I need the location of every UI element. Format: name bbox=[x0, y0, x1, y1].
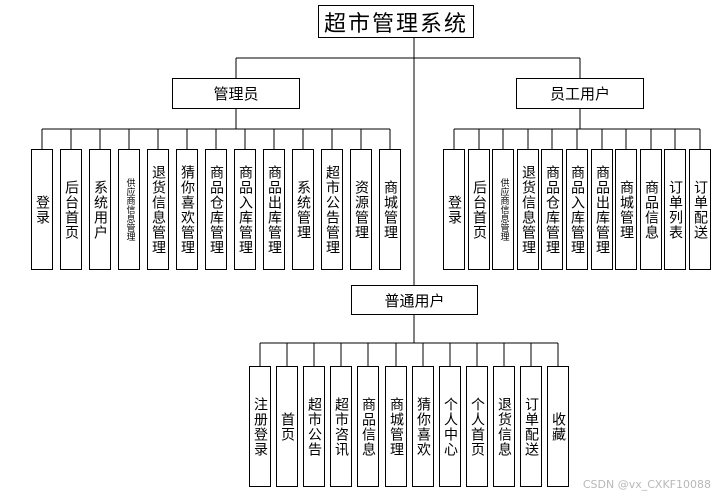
leaf-node: 资源管理 bbox=[350, 149, 372, 270]
leaf-node: 猜你喜欢管理 bbox=[176, 149, 198, 270]
leaf-label: 超市公告 bbox=[306, 396, 322, 457]
leaf-label: 商品信息 bbox=[643, 179, 659, 240]
leaf-node: 商品信息 bbox=[640, 149, 662, 270]
leaf-label: 商品出库管理 bbox=[266, 164, 282, 255]
root-node: 超市管理系统 bbox=[318, 5, 474, 38]
leaf-label: 猜你喜欢管理 bbox=[179, 164, 195, 255]
leaf-label: 订单配送 bbox=[523, 396, 539, 457]
leaf-label: 商城管理 bbox=[388, 396, 404, 457]
leaf-node: 登录 bbox=[443, 149, 465, 270]
leaf-label: 商品出库管理 bbox=[594, 164, 610, 255]
leaf-label: 首页 bbox=[279, 411, 295, 442]
leaf-node: 商品信息 bbox=[357, 366, 379, 487]
leaf-label: 个人中心 bbox=[442, 396, 458, 457]
leaf-node: 后台首页 bbox=[468, 149, 490, 270]
leaf-label: 资源管理 bbox=[353, 179, 369, 240]
group-node-admin: 管理员 bbox=[172, 78, 300, 109]
leaf-label: 供应商信息管理 bbox=[124, 178, 135, 241]
leaf-node: 供应商信息管理 bbox=[492, 149, 514, 270]
leaf-label: 系统管理 bbox=[295, 179, 311, 240]
leaf-node: 退货信息管理 bbox=[147, 149, 169, 270]
leaf-node: 首页 bbox=[276, 366, 298, 487]
leaf-node: 超市公告管理 bbox=[321, 149, 343, 270]
leaf-node: 超市咨讯 bbox=[330, 366, 352, 487]
leaf-node: 商品出库管理 bbox=[263, 149, 285, 270]
leaf-label: 商品入库管理 bbox=[569, 164, 585, 255]
leaf-label: 退货信息管理 bbox=[520, 164, 536, 255]
leaf-node: 商品出库管理 bbox=[591, 149, 613, 270]
leaf-label: 超市咨讯 bbox=[333, 396, 349, 457]
leaf-node: 订单列表 bbox=[664, 149, 686, 270]
leaf-label: 收藏 bbox=[550, 411, 566, 442]
leaf-node: 猜你喜欢 bbox=[412, 366, 434, 487]
leaf-label: 订单列表 bbox=[667, 179, 683, 240]
leaf-label: 供应商信息管理 bbox=[498, 178, 509, 241]
leaf-node: 订单配送 bbox=[689, 149, 711, 270]
group-label-user: 普通用户 bbox=[384, 291, 445, 310]
leaf-node: 商品入库管理 bbox=[234, 149, 256, 270]
group-node-user: 普通用户 bbox=[351, 285, 478, 315]
leaf-node: 供应商信息管理 bbox=[118, 149, 140, 270]
leaf-label: 退货信息管理 bbox=[150, 164, 166, 255]
leaf-node: 商品入库管理 bbox=[566, 149, 588, 270]
leaf-label: 后台首页 bbox=[471, 179, 487, 240]
leaf-label: 登录 bbox=[446, 194, 462, 225]
root-label: 超市管理系统 bbox=[323, 11, 468, 37]
leaf-node: 超市公告 bbox=[303, 366, 325, 487]
leaf-node: 后台首页 bbox=[60, 149, 82, 270]
leaf-node: 商城管理 bbox=[379, 149, 401, 270]
leaf-label: 商品入库管理 bbox=[237, 164, 253, 255]
leaf-node: 退货信息管理 bbox=[517, 149, 539, 270]
leaf-label: 商品仓库管理 bbox=[544, 164, 560, 255]
leaf-label: 个人首页 bbox=[469, 396, 485, 457]
group-label-staff: 员工用户 bbox=[549, 85, 610, 103]
leaf-node: 商品仓库管理 bbox=[205, 149, 227, 270]
leaf-label: 商城管理 bbox=[618, 179, 634, 240]
leaf-label: 商城管理 bbox=[382, 179, 398, 240]
leaf-node: 系统管理 bbox=[292, 149, 314, 270]
leaf-node: 注册登录 bbox=[249, 366, 271, 487]
leaf-label: 登录 bbox=[34, 194, 50, 225]
leaf-label: 超市公告管理 bbox=[324, 164, 340, 255]
leaf-label: 后台首页 bbox=[63, 179, 79, 240]
leaf-node: 登录 bbox=[31, 149, 53, 270]
leaf-label: 注册登录 bbox=[252, 396, 268, 457]
leaf-node: 收藏 bbox=[547, 366, 569, 487]
leaf-label: 猜你喜欢 bbox=[415, 396, 431, 457]
leaf-node: 系统用户 bbox=[89, 149, 111, 270]
leaf-node: 商城管理 bbox=[615, 149, 637, 270]
watermark: CSDN @vx_CXKF10088 bbox=[582, 478, 711, 491]
leaf-label: 系统用户 bbox=[92, 179, 108, 240]
leaf-node: 个人中心 bbox=[439, 366, 461, 487]
leaf-label: 商品仓库管理 bbox=[208, 164, 224, 255]
leaf-label: 商品信息 bbox=[360, 396, 376, 457]
leaf-node: 商城管理 bbox=[385, 366, 407, 487]
leaf-node: 商品仓库管理 bbox=[541, 149, 563, 270]
group-label-admin: 管理员 bbox=[213, 85, 259, 103]
leaf-node: 订单配送 bbox=[520, 366, 542, 487]
leaf-node: 退货信息 bbox=[493, 366, 515, 487]
leaf-label: 订单配送 bbox=[692, 179, 708, 240]
leaf-label: 退货信息 bbox=[496, 396, 512, 457]
group-node-staff: 员工用户 bbox=[516, 78, 644, 109]
leaf-node: 个人首页 bbox=[466, 366, 488, 487]
